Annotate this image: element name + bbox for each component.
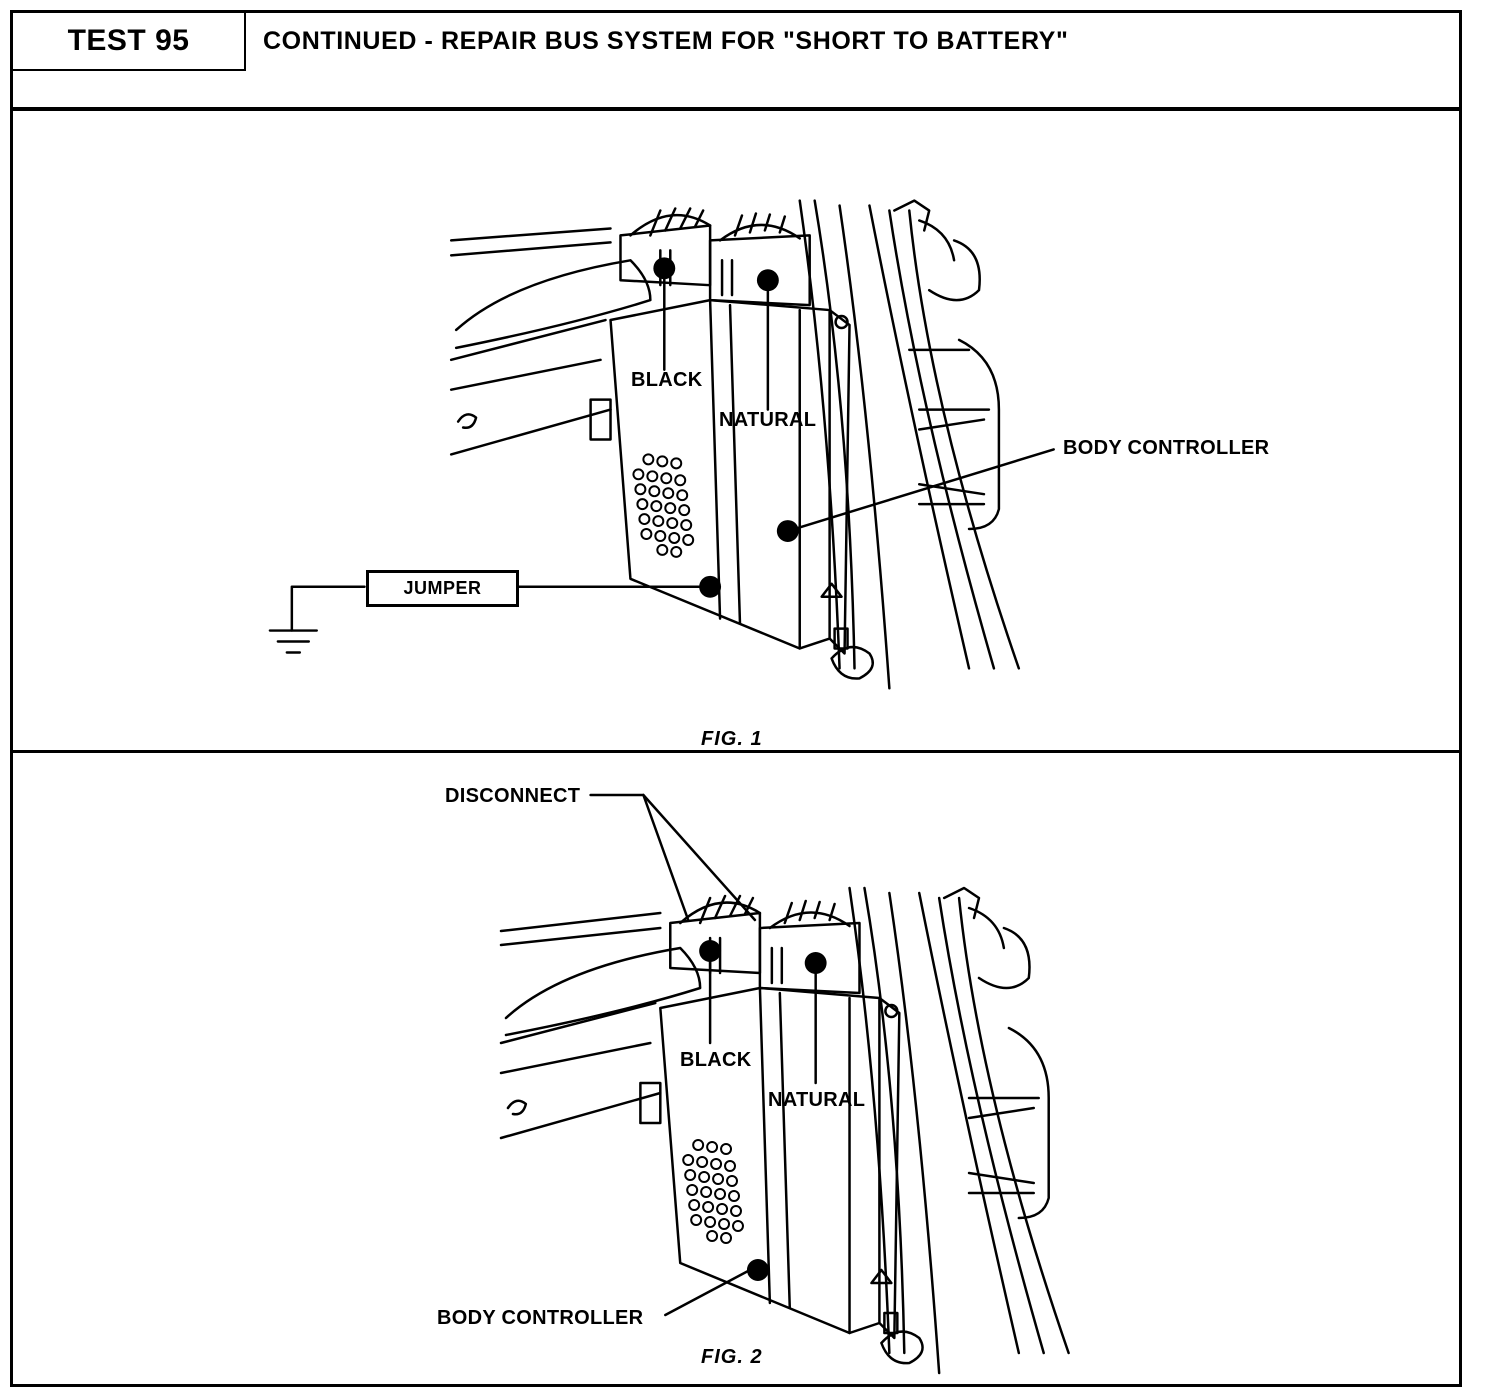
header: TEST 95 CONTINUED - REPAIR BUS SYSTEM FO… <box>13 13 1459 111</box>
body-controller-dot <box>776 520 799 542</box>
natural-connector-dot <box>756 269 779 292</box>
figure-1-caption: FIG. 1 <box>701 728 763 750</box>
label-natural: NATURAL <box>719 409 817 431</box>
black-connector-dot-2 <box>699 940 722 962</box>
label-black-2: BLACK <box>680 1049 752 1071</box>
jumper-dot <box>699 575 722 598</box>
figure-2-panel: DISCONNECT BLACK NATURAL BODY CONTROLLER… <box>13 753 1459 1384</box>
page-title: CONTINUED - REPAIR BUS SYSTEM FOR "SHORT… <box>263 27 1069 55</box>
test-number: TEST 95 <box>13 13 246 71</box>
label-natural-2: NATURAL <box>768 1089 866 1111</box>
jumper-box: JUMPER <box>366 570 519 607</box>
label-disconnect: DISCONNECT <box>445 785 581 807</box>
figure-2-illustration <box>499 793 1070 1375</box>
figure-2-caption: FIG. 2 <box>701 1346 763 1368</box>
figure-1-panel: BLACK NATURAL BODY CONTROLLER JUMPER FIG… <box>13 111 1459 753</box>
page-frame: TEST 95 CONTINUED - REPAIR BUS SYSTEM FO… <box>10 10 1462 1387</box>
body-controller-dot-2 <box>746 1259 769 1281</box>
figure-1-illustration <box>268 199 1055 690</box>
label-body-controller-2: BODY CONTROLLER <box>437 1307 644 1329</box>
label-body-controller: BODY CONTROLLER <box>1063 437 1270 459</box>
label-black: BLACK <box>631 369 703 391</box>
black-connector-dot <box>653 257 676 280</box>
natural-connector-dot-2 <box>804 952 827 974</box>
